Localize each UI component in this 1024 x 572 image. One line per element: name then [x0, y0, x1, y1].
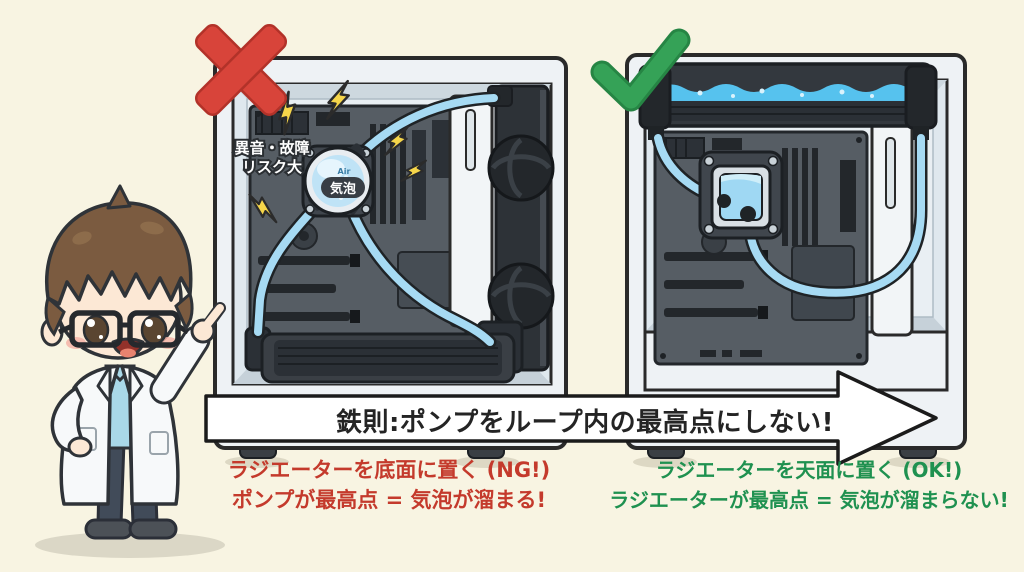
pcie-slot	[664, 308, 758, 317]
left-pc-case: Air 気泡 異音・故障 リスク大	[213, 56, 568, 468]
case-foot-shadow	[633, 456, 697, 468]
ram-slot	[782, 148, 788, 246]
arrow-shape	[204, 370, 938, 466]
coolant-tube	[746, 134, 925, 297]
warning-line1: 異音・故障	[234, 139, 309, 157]
radiator-fins	[660, 101, 918, 121]
coat-lapel	[128, 364, 144, 404]
fan	[487, 262, 555, 330]
ram-slot	[792, 148, 798, 246]
eye	[82, 314, 110, 346]
pointing-finger	[202, 304, 224, 330]
glasses	[57, 310, 190, 348]
ram-slot	[390, 124, 396, 224]
radiator-end-tank	[904, 64, 938, 130]
pcie-slot	[258, 312, 350, 321]
bubble-badge-label: 気泡	[330, 181, 356, 197]
ok-caption-line1: ラジエーターを天面に置く (OK!)	[655, 458, 963, 482]
pointing-arm	[152, 328, 208, 402]
right-pc-case	[625, 53, 967, 468]
pcie-slot	[664, 280, 744, 289]
warning-callout: 異音・故障 リスク大	[232, 137, 311, 178]
coolant-tube	[346, 202, 494, 346]
ng-caption: ラジエーターを底面に置く (NG!) ポンプが最高点 = 気泡が溜まる!	[214, 455, 564, 515]
coolant-water	[656, 84, 924, 101]
io-connector	[840, 160, 856, 232]
hair-side	[174, 291, 194, 331]
hair-highlight	[72, 231, 92, 245]
cable-cover-column	[448, 94, 494, 328]
coolant-tubes-right-case	[651, 131, 928, 300]
hair-highlight	[140, 221, 164, 235]
right-arrow-banner	[204, 370, 938, 466]
pcie-slot	[258, 284, 336, 293]
cable-cover-column	[870, 118, 914, 337]
pump-port	[740, 206, 756, 222]
hand-fist	[67, 436, 93, 458]
coat-lapel	[96, 364, 112, 404]
ng-caption-line1: ラジエーターを底面に置く (NG!)	[227, 458, 551, 482]
air-bubble	[317, 159, 345, 179]
shoe	[84, 518, 134, 540]
front-fan-column	[487, 84, 555, 372]
warning-line2: リスク大	[242, 158, 302, 176]
ok-caption: ラジエーターを天面に置く (OK!) ラジエーターが最高点 = 気泡が溜まらない…	[596, 455, 1022, 515]
ram-slot	[812, 148, 818, 246]
pcie-slot	[664, 252, 758, 261]
ram-slot	[380, 124, 386, 224]
pump-block-ok	[698, 150, 784, 240]
coolant-tube	[353, 94, 498, 162]
fan	[487, 134, 555, 202]
bubble-badge: 気泡	[321, 177, 365, 198]
hair-tuft	[106, 184, 132, 210]
shoe	[128, 518, 178, 540]
ram-slot	[802, 148, 808, 246]
eye	[140, 314, 168, 346]
banner-rule-text: 鉄則:ポンプをループ内の最高点にしない!	[255, 399, 915, 441]
ok-caption-line2: ラジエーターが最高点 = 気泡が溜まらない!	[609, 488, 1009, 512]
pump-port	[717, 194, 731, 208]
tongue	[120, 348, 136, 358]
case-foot-shadow	[886, 456, 950, 468]
coat-pocket	[149, 431, 169, 455]
red-cross-icon	[194, 23, 288, 117]
air-label: Air	[338, 167, 351, 176]
case-foot-shadow	[455, 456, 519, 468]
hair-side	[44, 295, 66, 337]
ram-slot	[400, 124, 406, 224]
banner-label: 鉄則:ポンプをループ内の最高点にしない!	[336, 407, 834, 438]
ng-caption-line2: ポンプが最高点 = 気泡が溜まる!	[231, 488, 547, 512]
green-check-icon	[590, 28, 691, 112]
mascot-character	[35, 184, 226, 558]
case-foot-shadow	[225, 456, 289, 468]
character-shadow	[35, 532, 225, 558]
